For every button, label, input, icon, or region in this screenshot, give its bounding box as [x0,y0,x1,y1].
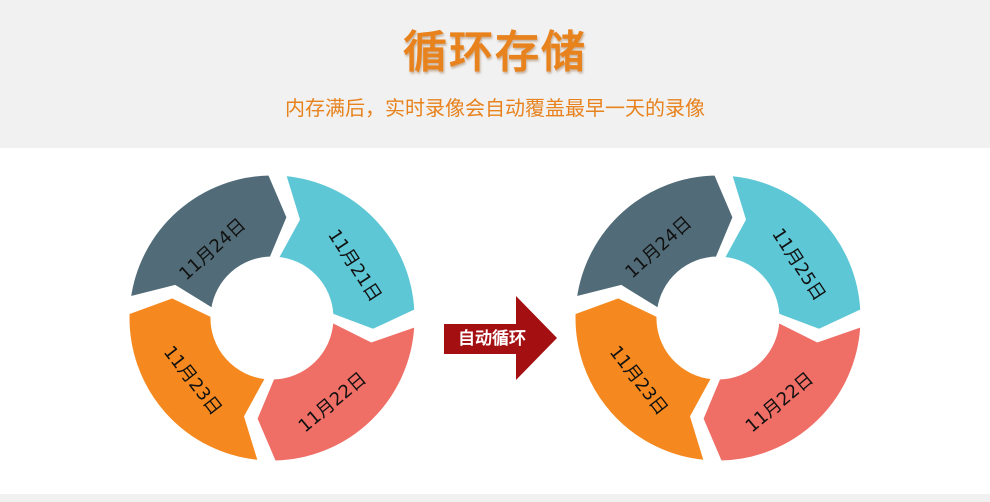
auto-cycle-arrow: 自动循环 [444,296,557,380]
arrow-shape [444,296,557,380]
cycle-before-segment-4 [126,295,270,464]
cycle-diagram: 11月24日 11月21日 11月22日 11月23日 自动循环 11月24日 … [126,172,864,464]
cycle-after-segment-2 [720,172,864,333]
cycle-after-segment-4 [572,295,716,464]
cycle-before-segment-1 [127,172,290,313]
cycle-after: 11月24日 11月25日 11月22日 11月23日 [572,172,864,464]
cycle-after-segment-3 [700,318,864,464]
bottom-strip [0,494,990,502]
header-band: 循环存储 内存满后，实时录像会自动覆盖最早一天的录像 [0,0,990,148]
page-title: 循环存储 [403,27,587,78]
cycle-after-segment-1 [573,172,736,313]
cycle-before-segment-3 [254,318,418,464]
cycle-before: 11月24日 11月21日 11月22日 11月23日 [126,172,418,464]
cycle-before-segment-2 [274,172,418,333]
page-subtitle: 内存满后，实时录像会自动覆盖最早一天的录像 [285,96,705,120]
arrow-label: 自动循环 [458,328,526,349]
diagram-stage: 11月24日 11月21日 11月22日 11月23日 自动循环 11月24日 … [0,148,990,494]
